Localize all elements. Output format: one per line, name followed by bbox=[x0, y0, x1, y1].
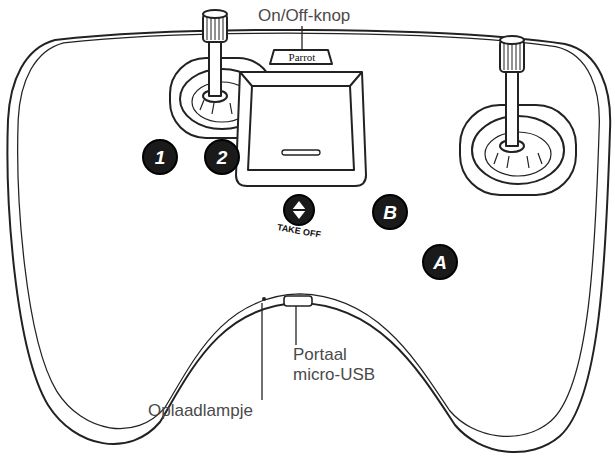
button-circle: B bbox=[372, 194, 408, 230]
part-label: Portaal micro-USB bbox=[293, 345, 393, 384]
leader-line bbox=[301, 26, 302, 50]
button-circle: A bbox=[422, 244, 458, 280]
button-circle: 2 bbox=[204, 139, 240, 175]
button-letter: 1 bbox=[155, 148, 166, 167]
controller-body bbox=[7, 30, 610, 452]
button-letter: 2 bbox=[217, 148, 228, 167]
takeoff-button bbox=[284, 195, 314, 225]
right-joystick bbox=[460, 36, 576, 195]
usb-port bbox=[284, 296, 312, 306]
power-button bbox=[270, 50, 332, 64]
charge-led bbox=[262, 297, 266, 301]
controller-bevel bbox=[18, 33, 600, 436]
button-circle: 1 bbox=[142, 139, 178, 175]
button-letter: B bbox=[383, 203, 397, 222]
part-label: On/Off-knop bbox=[258, 6, 418, 26]
button-letter: A bbox=[433, 253, 447, 272]
leader-line bbox=[261, 303, 262, 400]
leader-line bbox=[295, 306, 296, 345]
part-label: Oplaadlampje bbox=[148, 401, 288, 421]
part-label: Parrot bbox=[278, 51, 326, 64]
phone-holder bbox=[236, 72, 366, 186]
